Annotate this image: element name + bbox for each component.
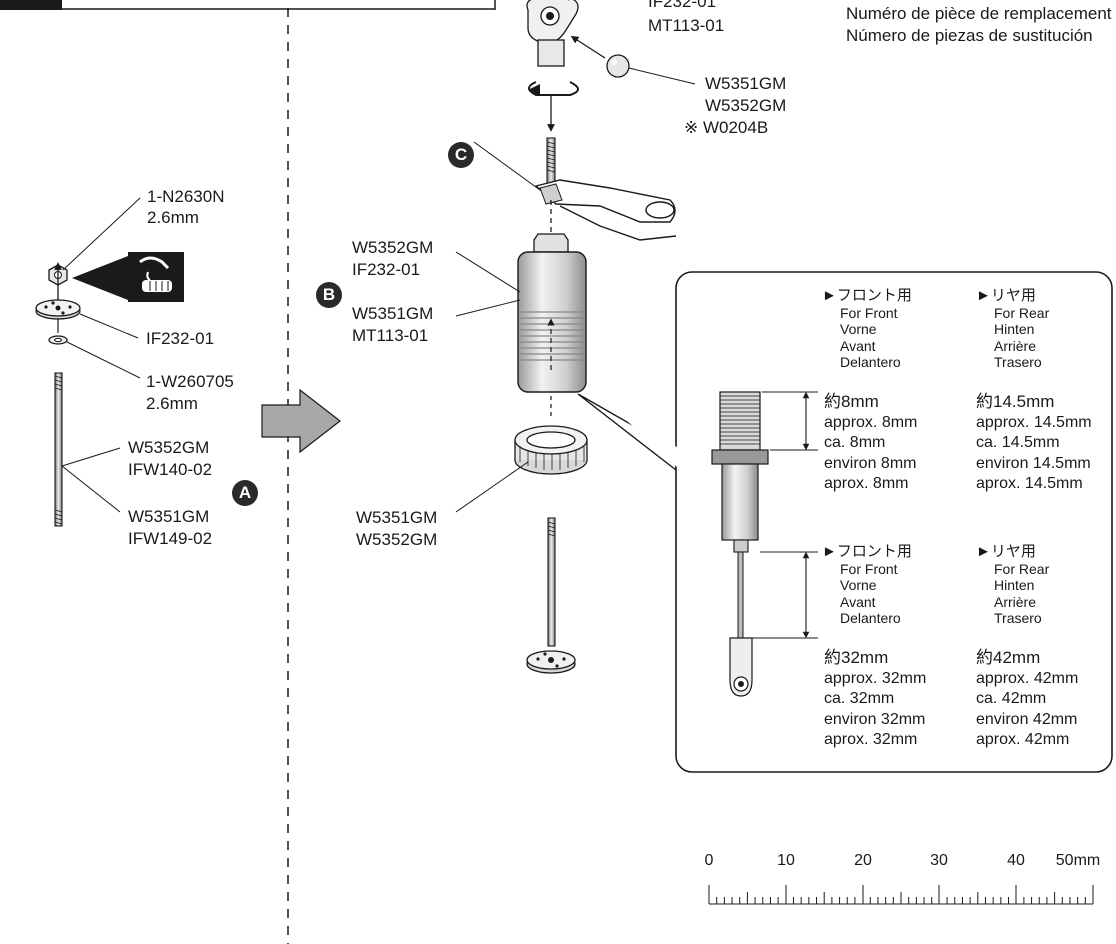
pliers — [534, 179, 677, 241]
ruler-tick-label: 50mm — [1055, 852, 1101, 869]
value-line: 約14.5mm — [976, 392, 1055, 411]
value-line: approx. 14.5mm — [976, 413, 1092, 431]
value-line: aprox. 14.5mm — [976, 475, 1083, 492]
lower-rear-heading: ►リヤ用 For Rear Hinten Arrière Trasero — [976, 543, 1050, 627]
heading-line: For Rear — [994, 304, 1050, 321]
shaft-assembly — [526, 517, 576, 674]
body-part-2: W5351GM — [352, 304, 434, 323]
value-line: environ 8mm — [824, 454, 917, 472]
ruler-tick-label: 10 — [777, 852, 795, 869]
value-line: environ 14.5mm — [976, 454, 1091, 472]
ball-part-1: W5351GM — [705, 74, 787, 93]
value-line: aprox. 42mm — [976, 731, 1070, 748]
shaft-part-1: W5352GM — [128, 438, 210, 457]
rod-end — [526, 0, 579, 67]
adjust-ring — [514, 425, 588, 475]
header-bar — [0, 0, 496, 10]
heading-line: Arrière — [994, 337, 1037, 354]
ring-part-2: W5352GM — [356, 530, 438, 549]
heading-line: For Front — [840, 560, 898, 577]
header-line-fr: Numéro de pièce de remplacement — [846, 4, 1112, 23]
rotation-arrow — [528, 81, 579, 96]
washer-size: 2.6mm — [146, 394, 198, 413]
value-line: 約8mm — [824, 392, 879, 411]
heading-line: ►リヤ用 — [976, 543, 1036, 560]
heading-line: Avant — [840, 593, 876, 610]
badge-b: B — [316, 282, 342, 308]
detail-callout-box — [577, 271, 1113, 773]
ruler-tick-label: 20 — [854, 852, 872, 869]
heading-line: For Front — [840, 304, 898, 321]
lower-rear-values: 約42mm approx. 42mm ca. 42mm environ 42mm… — [976, 648, 1078, 751]
shaft-code-1: IFW140-02 — [128, 460, 213, 479]
thread-lock-icon — [72, 252, 184, 302]
value-line: 約32mm — [824, 648, 889, 667]
shock-body — [517, 233, 587, 393]
ring-part-1: W5351GM — [356, 508, 438, 527]
next-step-arrow — [261, 388, 341, 454]
body-code-2: MT113-01 — [352, 326, 429, 345]
badge-c: C — [448, 142, 474, 168]
scale-ruler — [708, 885, 1094, 905]
heading-line: Hinten — [994, 321, 1035, 337]
value-line: ca. 32mm — [824, 690, 895, 707]
value-line: approx. 42mm — [976, 669, 1079, 687]
shock-shaft — [54, 372, 63, 527]
shaft-code-2: IFW149-02 — [128, 529, 213, 548]
value-line: ca. 8mm — [824, 434, 886, 451]
value-line: environ 32mm — [824, 710, 926, 728]
step-b-artwork — [455, 0, 696, 674]
heading-line: ►フロント用 — [822, 543, 912, 560]
heading-line: Delantero — [840, 610, 901, 626]
ruler-tick-label: 30 — [930, 852, 948, 869]
piston-part-number: IF232-01 — [146, 329, 215, 348]
body-code-1: IF232-01 — [352, 260, 421, 279]
heading-line: Avant — [840, 337, 876, 354]
heading-line: ►フロント用 — [822, 287, 912, 304]
value-line: environ 42mm — [976, 710, 1078, 728]
heading-line: For Rear — [994, 560, 1050, 577]
value-line: ca. 14.5mm — [976, 434, 1060, 451]
heading-line: Hinten — [994, 577, 1035, 593]
value-line: aprox. 8mm — [824, 475, 909, 492]
rod-end-code-2: MT113-01 — [648, 16, 725, 35]
piston-disc — [35, 299, 81, 320]
upper-front-values: 約8mm approx. 8mm ca. 8mm environ 8mm apr… — [824, 392, 917, 495]
ruler-tick-label: 0 — [704, 852, 714, 869]
ball-part-3: ※ W0204B — [684, 118, 769, 137]
rod-end-code-1: IF232-01 — [648, 0, 717, 11]
heading-line: Trasero — [994, 610, 1042, 626]
upper-front-heading: ►フロント用 For Front Vorne Avant Delantero — [822, 287, 912, 371]
lower-front-heading: ►フロント用 For Front Vorne Avant Delantero — [822, 543, 912, 627]
heading-line: Trasero — [994, 354, 1042, 370]
body-part-1: W5352GM — [352, 238, 434, 257]
header-line-es: Número de piezas de sustitución — [846, 26, 1093, 45]
value-line: ca. 42mm — [976, 690, 1047, 707]
badge-a: A — [232, 480, 258, 506]
heading-line: Delantero — [840, 354, 901, 370]
lower-front-values: 約32mm approx. 32mm ca. 32mm environ 32mm… — [824, 648, 926, 751]
ruler-tick-label: 40 — [1007, 852, 1025, 869]
value-line: approx. 8mm — [824, 413, 918, 431]
pivot-ball — [606, 54, 630, 78]
heading-line: Vorne — [840, 321, 877, 337]
value-line: aprox. 32mm — [824, 731, 918, 748]
heading-line: Vorne — [840, 577, 877, 593]
washer-part-number: 1-W260705 — [146, 372, 234, 391]
value-line: approx. 32mm — [824, 669, 927, 687]
heading-line: Arrière — [994, 593, 1037, 610]
upper-rear-heading: ►リヤ用 For Rear Hinten Arrière Trasero — [976, 287, 1050, 371]
shaft-part-2: W5351GM — [128, 507, 210, 526]
nut-size: 2.6mm — [147, 208, 199, 227]
ball-part-2: W5352GM — [705, 96, 787, 115]
upper-rear-values: 約14.5mm approx. 14.5mm ca. 14.5mm enviro… — [976, 392, 1092, 495]
value-line: 約42mm — [976, 648, 1041, 667]
step-a-artwork — [35, 197, 184, 527]
nut-part-number: 1-N2630N — [147, 187, 225, 206]
heading-line: ►リヤ用 — [976, 287, 1036, 304]
